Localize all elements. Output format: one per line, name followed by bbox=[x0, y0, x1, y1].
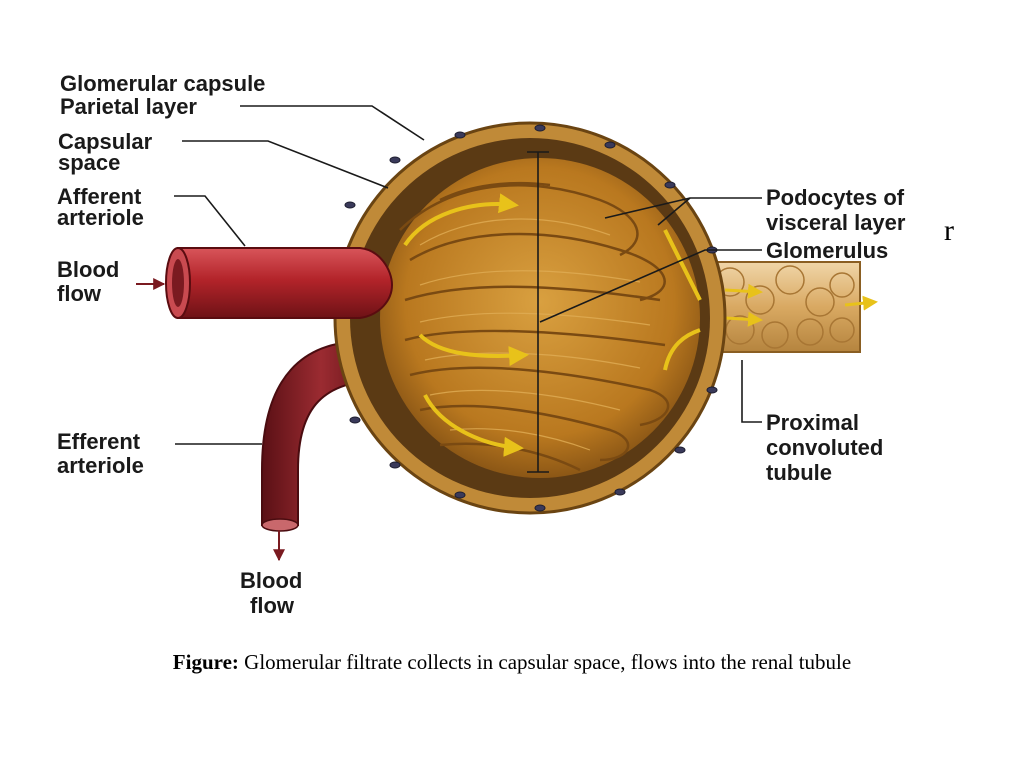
afferent-arteriole bbox=[165, 247, 394, 319]
renal-corpuscle-illustration bbox=[136, 105, 878, 562]
leader-lines bbox=[174, 105, 762, 445]
caption-text: Glomerular filtrate collects in capsular… bbox=[238, 650, 852, 674]
label-efferent-arteriole-line2: arteriole bbox=[57, 453, 144, 478]
figure-caption: Figure: Glomerular filtrate collects in … bbox=[0, 650, 1024, 675]
label-efferent-arteriole-line1: Efferent bbox=[57, 429, 141, 454]
proximal-tubule bbox=[689, 261, 878, 353]
label-blood-flow-out-line1: Blood bbox=[240, 568, 303, 593]
label-podocytes-line2: visceral layer bbox=[766, 210, 906, 235]
glomerulus-bracket bbox=[527, 151, 549, 473]
label-blood-flow-in-line2: flow bbox=[57, 281, 101, 306]
label-capsular-space-line2: space bbox=[58, 150, 121, 175]
label-proximal-tubule-line3: tubule bbox=[766, 460, 832, 485]
label-glomerulus: Glomerulus bbox=[766, 238, 889, 263]
stray-character: r bbox=[944, 214, 954, 247]
label-blood-flow-out-line2: flow bbox=[250, 593, 294, 618]
label-blood-flow-in-line1: Blood bbox=[57, 257, 120, 282]
label-proximal-tubule-line2: convoluted bbox=[766, 435, 884, 460]
label-glomerular-capsule: Glomerular capsule bbox=[60, 71, 266, 96]
label-afferent-arteriole-line2: arteriole bbox=[57, 205, 144, 230]
blood-flow-arrows bbox=[136, 278, 285, 562]
label-parietal-layer: Parietal layer bbox=[60, 94, 197, 119]
label-afferent-arteriole-line1: Afferent bbox=[57, 184, 142, 209]
efferent-arteriole bbox=[261, 340, 381, 532]
label-capsular-space-line1: Capsular bbox=[58, 129, 153, 154]
glomerulus bbox=[380, 158, 702, 478]
caption-prefix: Figure: bbox=[172, 650, 239, 674]
label-podocytes-line1: Podocytes of bbox=[766, 185, 905, 210]
label-proximal-tubule-line1: Proximal bbox=[766, 410, 859, 435]
